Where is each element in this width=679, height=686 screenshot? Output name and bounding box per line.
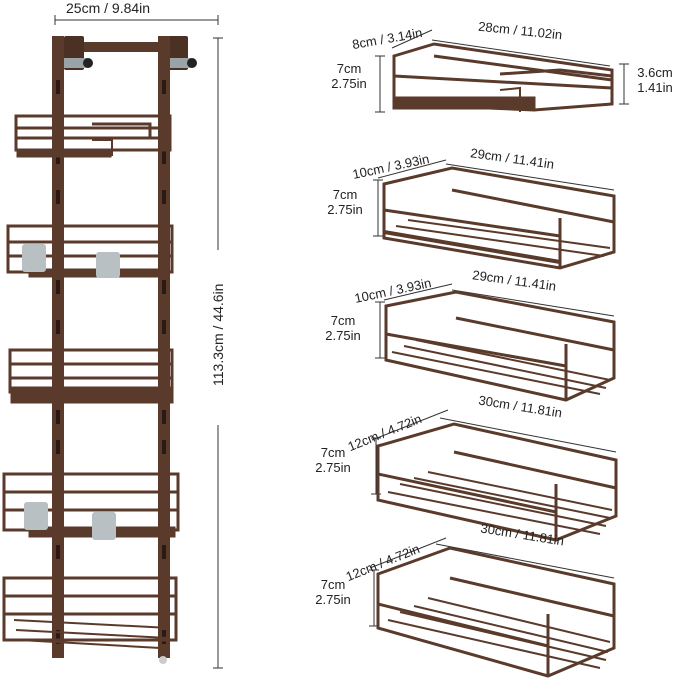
assembled-rack	[2, 15, 223, 669]
basket-b-height-line1: 7cm	[332, 187, 358, 202]
rack-basket-5	[2, 576, 178, 649]
basket-a-dimension-lines	[375, 29, 629, 113]
rack-width-dimension-line	[54, 15, 219, 25]
basket-d-frame	[376, 422, 618, 542]
basket-c-height-line1: 7cm	[330, 313, 356, 328]
basket-a-height-label: 7cm 2.75in	[326, 61, 372, 92]
basket-e	[369, 537, 616, 678]
rack-basket-1	[14, 114, 172, 158]
basket-e-height-label: 7cm 2.75in	[308, 577, 358, 608]
basket-c	[375, 283, 616, 402]
rack-hook-1	[22, 244, 120, 278]
basket-e-frame	[376, 546, 616, 678]
basket-a-frame	[392, 42, 614, 112]
basket-e-height-line1: 7cm	[320, 577, 346, 592]
basket-a	[375, 29, 629, 113]
basket-a-small-height-line1: 3.6cm	[637, 65, 673, 80]
basket-d	[371, 409, 618, 542]
rack-basket-3	[8, 348, 174, 404]
basket-a-height-line1: 7cm	[336, 61, 362, 76]
basket-c-height-line2: 2.75in	[325, 327, 361, 343]
basket-c-height-label: 7cm 2.75in	[318, 313, 368, 344]
basket-b-dimension-lines	[373, 159, 615, 237]
basket-c-frame	[384, 290, 616, 402]
basket-b	[373, 159, 616, 270]
basket-d-dimension-lines	[371, 409, 617, 495]
rack-height-label: 113.3cm / 44.6in	[210, 283, 226, 386]
basket-b-height-label: 7cm 2.75in	[320, 187, 370, 218]
basket-b-frame	[382, 166, 616, 270]
rack-width-label: 25cm / 9.84in	[66, 0, 151, 16]
basket-b-height-line2: 2.75in	[327, 201, 363, 217]
rack-height-dimension-line	[213, 37, 223, 669]
basket-a-small-height-line2: 1.41in	[637, 79, 673, 95]
basket-d-height-label: 7cm 2.75in	[308, 445, 358, 476]
rack-hook-2	[24, 502, 116, 540]
basket-e-height-line2: 2.75in	[315, 591, 351, 607]
basket-d-height-line2: 2.75in	[315, 459, 351, 475]
basket-d-height-line1: 7cm	[320, 445, 346, 460]
basket-a-small-height-label: 3.6cm 1.41in	[632, 65, 678, 96]
basket-a-height-line2: 2.75in	[331, 75, 367, 91]
basket-c-dimension-lines	[375, 283, 615, 359]
rack-top-hanger	[60, 36, 197, 70]
rack-uprights	[52, 36, 170, 664]
